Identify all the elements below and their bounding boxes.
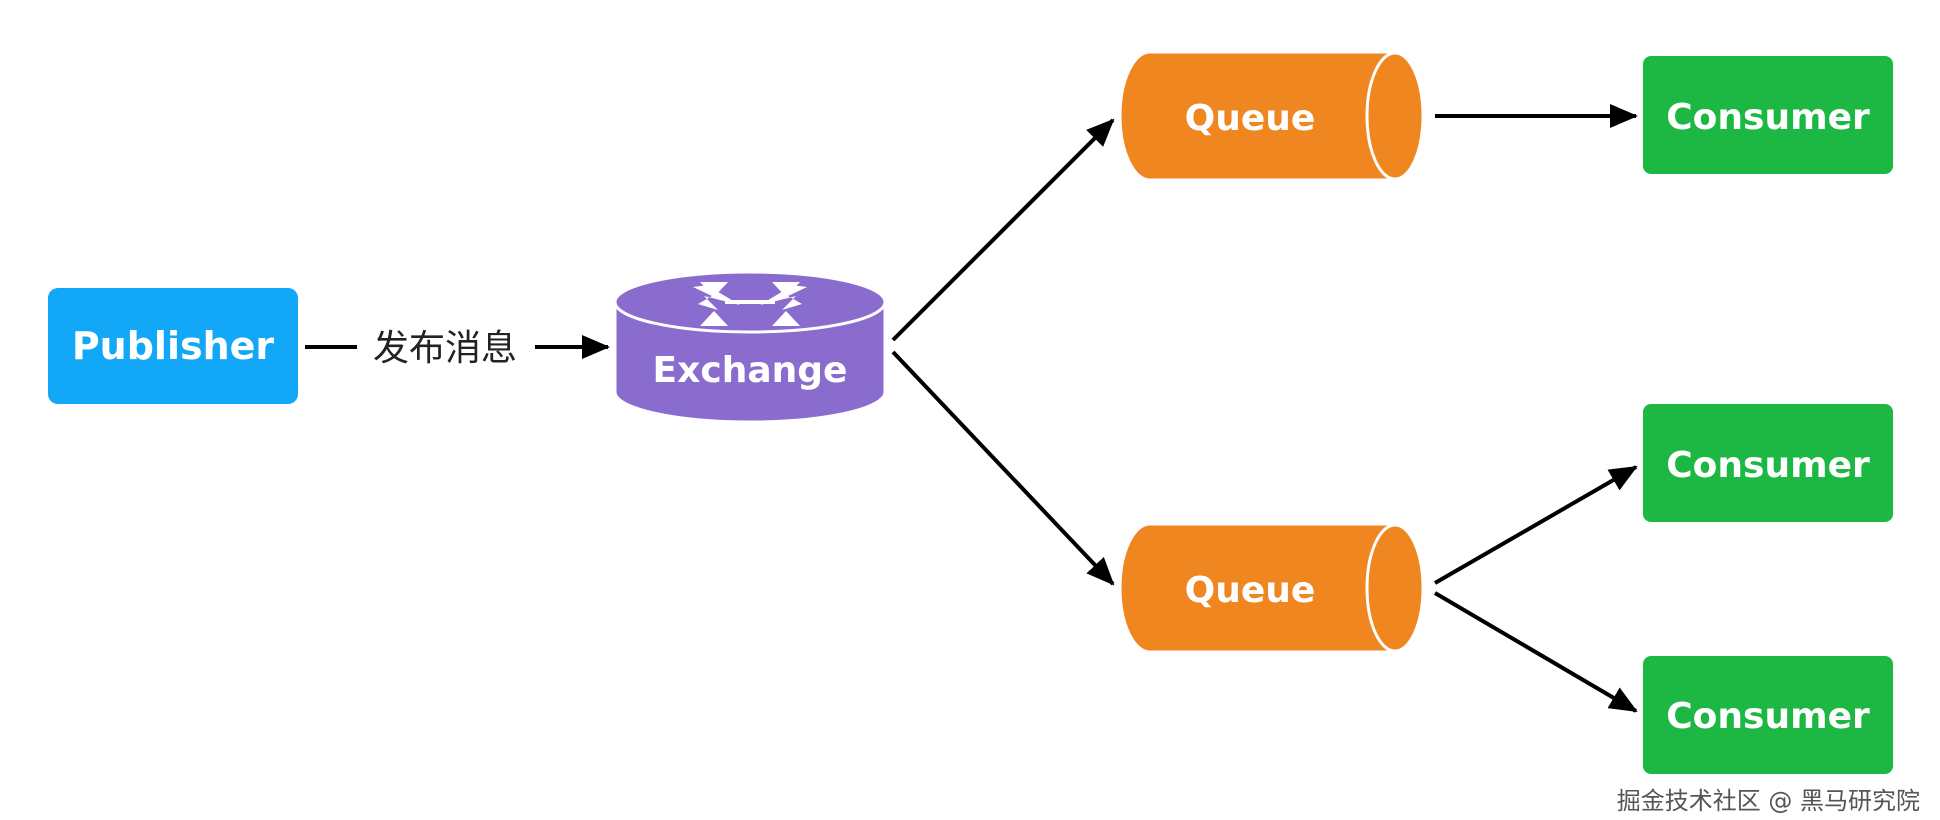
edge-publish-label: 发布消息 [373, 328, 517, 369]
edge-exchange-queue1-arrow [891, 118, 1115, 342]
edge-exchange-queue2-arrow [891, 350, 1115, 586]
consumer-box [1643, 56, 1893, 174]
exchange-routing-icon [693, 282, 807, 326]
edges: 发布消息 [305, 104, 1638, 713]
publisher-node: Publisher [48, 288, 298, 404]
queue-end-cap [1365, 523, 1425, 653]
edge-queue2-consumer3-arrow [1433, 591, 1638, 713]
consumer-box [1643, 656, 1893, 774]
edge-queue2-consumer2-arrow [1434, 465, 1638, 585]
exchange-label: Exchange [653, 350, 848, 391]
exchange-node: Exchange [613, 270, 887, 424]
queue-end-cap [1365, 51, 1425, 181]
consumer-label: Consumer [1666, 696, 1870, 737]
publisher-label: Publisher [72, 324, 275, 368]
consumer-box [1643, 404, 1893, 522]
watermark: 掘金技术社区 @ 黑马研究院 [1616, 787, 1920, 815]
queue-node-1: Queue [1118, 50, 1427, 182]
consumer-node-3: Consumer [1643, 656, 1893, 774]
exchange-body [613, 300, 887, 424]
consumer-label: Consumer [1666, 445, 1870, 486]
queue-node-2: Queue [1118, 522, 1427, 654]
publisher-box [48, 288, 298, 404]
queue-label: Queue [1185, 98, 1316, 139]
consumer-label: Consumer [1666, 97, 1870, 138]
consumer-node-2: Consumer [1643, 404, 1893, 522]
consumer-node-1: Consumer [1643, 56, 1893, 174]
queue-label: Queue [1185, 570, 1316, 611]
